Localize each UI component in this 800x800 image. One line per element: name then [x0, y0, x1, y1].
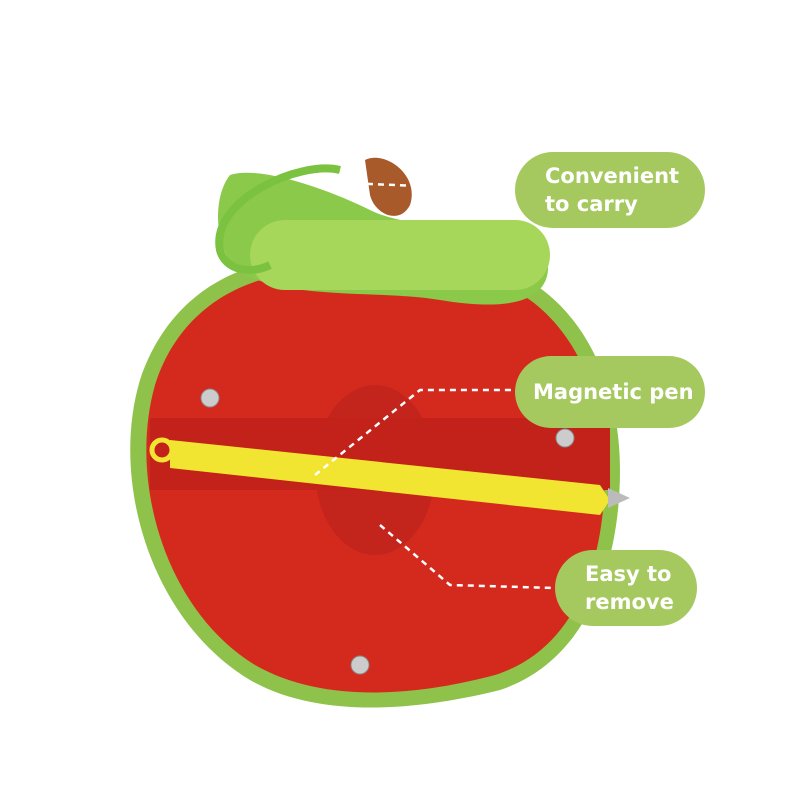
leaf-topper [215, 157, 550, 305]
magnetic-pen [149, 437, 630, 515]
callout-magnetic-pen: Magnetic pen [515, 356, 705, 428]
callout-easy-to-remove: Easy to remove [555, 550, 697, 626]
callout-lines [314, 181, 556, 590]
callout-convenient-to-carry: Convenient to carry [515, 152, 705, 228]
